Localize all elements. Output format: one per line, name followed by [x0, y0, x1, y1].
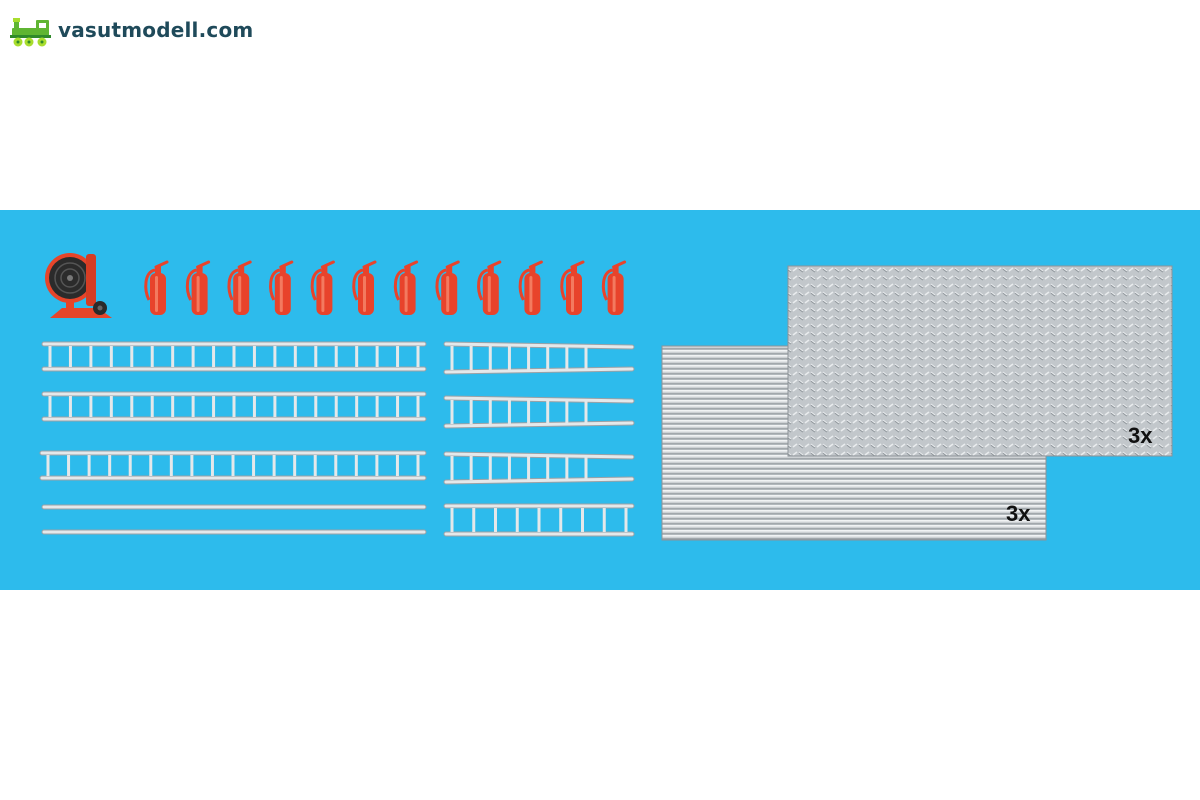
fire-extinguisher-icon	[435, 260, 460, 315]
fire-extinguisher-icon	[269, 260, 294, 315]
chequer-plate-icon	[787, 265, 1173, 457]
product-image: 3x 3x	[0, 210, 1200, 590]
fire-extinguisher-icon	[185, 260, 211, 315]
ladders-group	[39, 341, 635, 537]
fire-extinguisher-icon	[601, 260, 627, 315]
fire-extinguisher-icon	[310, 260, 335, 315]
long-ladder	[41, 341, 427, 372]
short-ladder	[443, 503, 635, 537]
short-ladder	[443, 451, 635, 485]
long-ladder	[41, 504, 427, 535]
fire-extinguisher-icon	[352, 260, 377, 315]
chequer-plate-quantity: 3x	[1128, 423, 1153, 448]
fire-extinguisher-icon	[227, 260, 252, 315]
locomotive-icon	[10, 18, 51, 47]
fire-extinguisher-icon	[477, 260, 502, 315]
corrugated-sheet-icon	[661, 345, 1047, 541]
fan-icon	[45, 253, 112, 318]
short-ladder	[443, 395, 635, 429]
product-parts	[39, 253, 1173, 541]
long-ladder	[39, 450, 427, 481]
fire-extinguisher-icon	[393, 260, 419, 315]
site-logo[interactable]: vasutmodell.com	[10, 12, 253, 48]
fire-extinguisher-icon	[560, 260, 585, 315]
long-ladder	[41, 391, 427, 422]
fire-extinguisher-icon	[144, 260, 169, 315]
corrugated-sheet-quantity: 3x	[1006, 501, 1031, 526]
short-ladder	[443, 341, 635, 375]
site-name: vasutmodell.com	[58, 18, 254, 42]
fire-extinguisher-icon	[518, 260, 543, 315]
fire-extinguishers-group	[144, 260, 627, 315]
